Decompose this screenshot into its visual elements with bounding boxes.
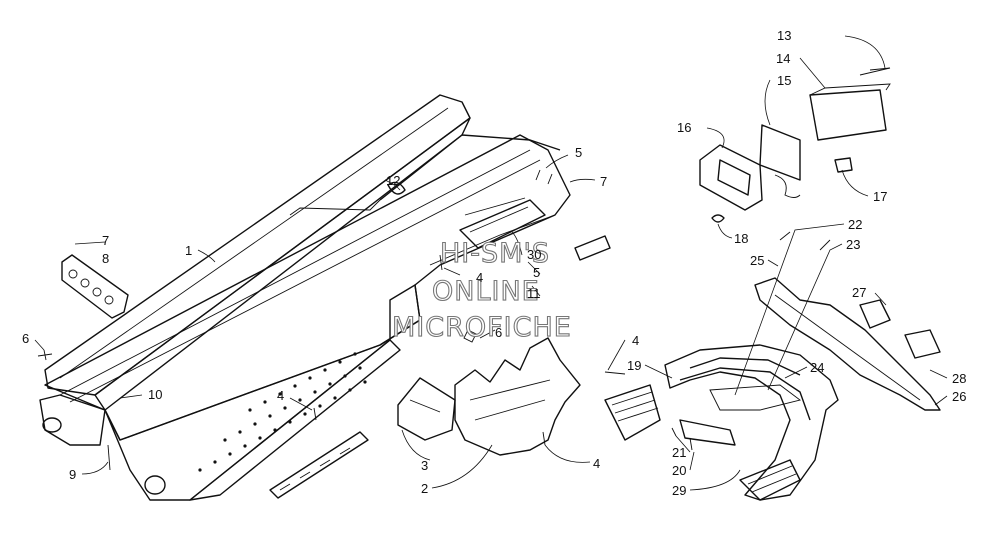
callout-30: 30 [527, 247, 541, 262]
hardware-markers [37, 67, 891, 471]
callout-5-top: 5 [575, 145, 582, 160]
heat-exchanger-part [454, 337, 581, 456]
callout-6-right: 6 [495, 325, 502, 340]
callout-22: 22 [848, 217, 862, 232]
running-board-part [269, 431, 369, 499]
taillight-housing-part [699, 144, 763, 211]
taillight-assembly [699, 67, 891, 223]
callout-18: 18 [734, 231, 748, 246]
callout-25: 25 [750, 253, 764, 268]
callout-29: 29 [672, 483, 686, 498]
grommet-part [387, 181, 406, 195]
snow-flap-part [754, 277, 941, 411]
callout-3: 3 [421, 458, 428, 473]
callout-4-bumper: 4 [632, 333, 639, 348]
callout-4-upper: 4 [476, 270, 483, 285]
rear-bumper-part [604, 344, 839, 501]
callout-12: 12 [386, 173, 400, 188]
callout-5-mid: 5 [533, 265, 540, 280]
callout-labels: 1 2 3 4 4 4 4 5 5 6 6 7 7 8 9 10 11 12 1… [22, 28, 966, 498]
tunnel-rail-part [44, 94, 561, 411]
watermark-line-3: MICROFICHE [392, 312, 572, 343]
callout-8: 8 [102, 251, 109, 266]
callout-7-left: 7 [102, 233, 109, 248]
callout-14: 14 [776, 51, 790, 66]
callout-10: 10 [148, 387, 162, 402]
handle-part [679, 419, 736, 446]
callout-17: 17 [873, 189, 887, 204]
callout-16: 16 [677, 120, 691, 135]
callout-2: 2 [421, 481, 428, 496]
shield-part [61, 254, 129, 319]
watermark-line-1: HI-SM'S [440, 238, 550, 269]
callout-20: 20 [672, 463, 686, 478]
callout-21: 21 [672, 445, 686, 460]
callout-26: 26 [952, 389, 966, 404]
callout-4-tunnel: 4 [277, 388, 284, 403]
leader-lines [34, 35, 948, 491]
callout-13: 13 [777, 28, 791, 43]
bracket-part [39, 394, 106, 446]
callout-9: 9 [69, 467, 76, 482]
callout-19: 19 [627, 358, 641, 373]
callout-24: 24 [810, 360, 824, 375]
callout-1: 1 [185, 243, 192, 258]
callout-23: 23 [846, 237, 860, 252]
perforation-pattern [198, 352, 367, 472]
callout-6-left: 6 [22, 331, 29, 346]
callout-7-right: 7 [600, 174, 607, 189]
callout-28: 28 [952, 371, 966, 386]
callout-15: 15 [777, 73, 791, 88]
callout-4-exchanger: 4 [593, 456, 600, 471]
rear-plate-part [459, 199, 611, 261]
callout-11: 11 [527, 286, 541, 301]
watermark-line-2: ONLINE [432, 276, 540, 307]
belly-pan-part [39, 134, 571, 501]
mount-bracket-part [397, 377, 456, 441]
watermark: HI-SM'S ONLINE MICROFICHE [391, 237, 572, 343]
gasket-part [759, 124, 801, 181]
callout-27: 27 [852, 285, 866, 300]
lens-part [809, 89, 887, 141]
